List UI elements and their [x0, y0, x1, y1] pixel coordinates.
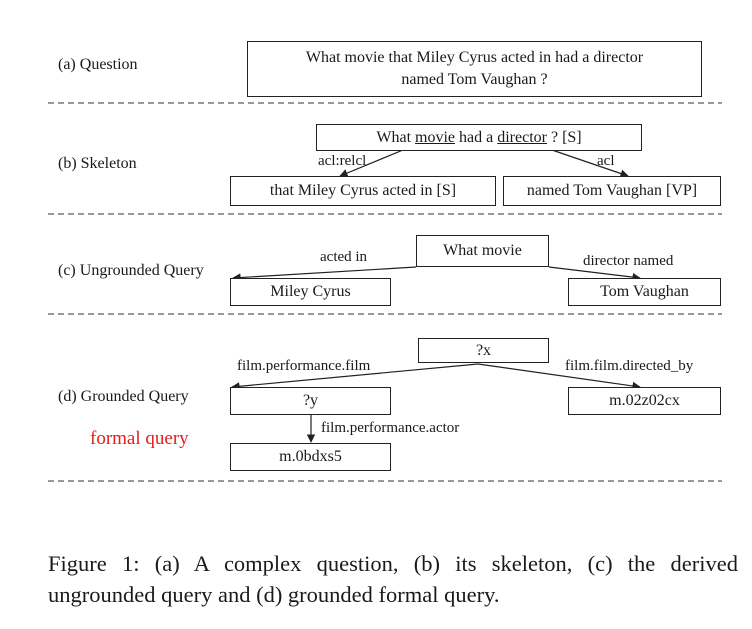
section-label-ungrounded: (c) Ungrounded Query	[58, 262, 204, 279]
grounded-arrow-right	[477, 363, 641, 391]
grounded-edge-left: film.performance.film	[237, 358, 371, 374]
ungrounded-edge-left: acted in	[320, 249, 368, 265]
skeleton-right-clause-box: named Tom Vaughan [VP]	[503, 176, 721, 206]
question-text-line2: named Tom Vaughan ?	[401, 71, 548, 88]
grounded-edge-down: film.performance.actor	[321, 420, 460, 436]
ungrounded-right-node: Tom Vaughan	[568, 278, 721, 306]
section-label-question: (a) Question	[58, 56, 138, 73]
question-text-line1: What movie that Miley Cyrus acted in had…	[305, 49, 644, 67]
section-label-grounded: (d) Grounded Query	[58, 388, 189, 405]
ungrounded-arrow-right	[548, 266, 641, 282]
skeleton-arrow-left	[339, 149, 404, 177]
skeleton-main-text: What movie had a director ? [S]	[376, 127, 581, 149]
grounded-arrow-left	[231, 363, 479, 391]
grounded-left-node: ?y	[230, 387, 391, 415]
skeleton-arrow-right	[551, 149, 629, 178]
ungrounded-left-node: Miley Cyrus	[230, 278, 391, 306]
skeleton-word-movie: movie	[415, 128, 456, 146]
skeleton-edge-right: acl	[597, 153, 615, 169]
grounded-right-node: m.02z02cx	[568, 387, 721, 415]
skeleton-text-post: ? [S]	[546, 128, 582, 146]
grounded-edge-right: film.film.directed_by	[565, 358, 694, 374]
skeleton-text-mid: had a	[455, 128, 498, 146]
question-box: What movie that Miley Cyrus acted in had…	[247, 41, 702, 97]
skeleton-left-clause-box: that Miley Cyrus acted in [S]	[230, 176, 496, 206]
grounded-root-box: ?x	[418, 338, 549, 363]
formal-query-annotation: formal query	[90, 428, 189, 449]
section-label-skeleton: (b) Skeleton	[58, 155, 137, 172]
skeleton-word-director: director	[497, 128, 547, 146]
ungrounded-arrow-left	[232, 266, 417, 282]
skeleton-main-box: What movie had a director ? [S]	[316, 124, 642, 151]
ungrounded-edge-right: director named	[583, 253, 674, 269]
skeleton-text-pre: What	[376, 128, 416, 146]
figure-caption: Figure 1: (a) A complex question, (b) it…	[48, 551, 738, 607]
ungrounded-root-box: What movie	[416, 235, 549, 267]
skeleton-edge-left: acl:relcl	[318, 153, 367, 169]
grounded-bottom-node: m.0bdxs5	[230, 443, 391, 471]
